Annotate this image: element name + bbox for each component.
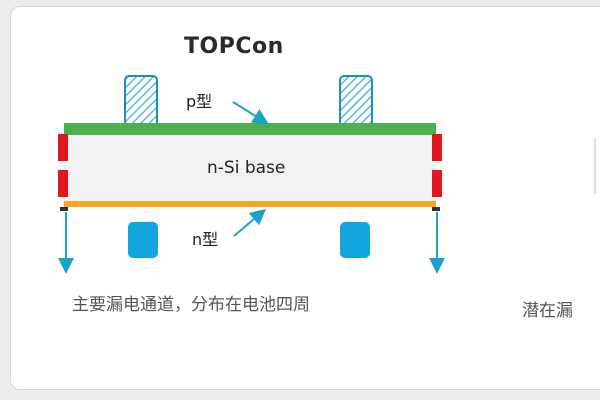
top-contact-right [339, 75, 373, 127]
n-si-base [64, 135, 436, 201]
p-type-pointer-arrow [232, 101, 269, 125]
n-type-pointer-arrow [233, 208, 267, 237]
leak-marker-left-bottom [58, 170, 68, 197]
leak-marker-right-top [432, 134, 442, 161]
n-type-label: n型 [192, 230, 219, 249]
bottom-contact-right [340, 222, 370, 258]
corner-tick-left [60, 207, 68, 211]
top-contact-left [124, 75, 158, 127]
leak-marker-right-bottom [432, 170, 442, 197]
p-type-label: p型 [186, 92, 213, 111]
leakage-caption: 主要漏电通道，分布在电池四周 [72, 295, 310, 315]
n-type-layer [64, 201, 436, 207]
base-label: n-Si base [207, 158, 286, 178]
leak-marker-left-top [58, 134, 68, 161]
bottom-contact-left [128, 222, 158, 258]
diagram-title: TOPCon [184, 34, 284, 59]
p-type-layer [64, 123, 436, 135]
partial-caption-right: 潜在漏 [522, 301, 573, 321]
corner-tick-right [432, 207, 440, 211]
right-panel-divider [594, 138, 596, 194]
